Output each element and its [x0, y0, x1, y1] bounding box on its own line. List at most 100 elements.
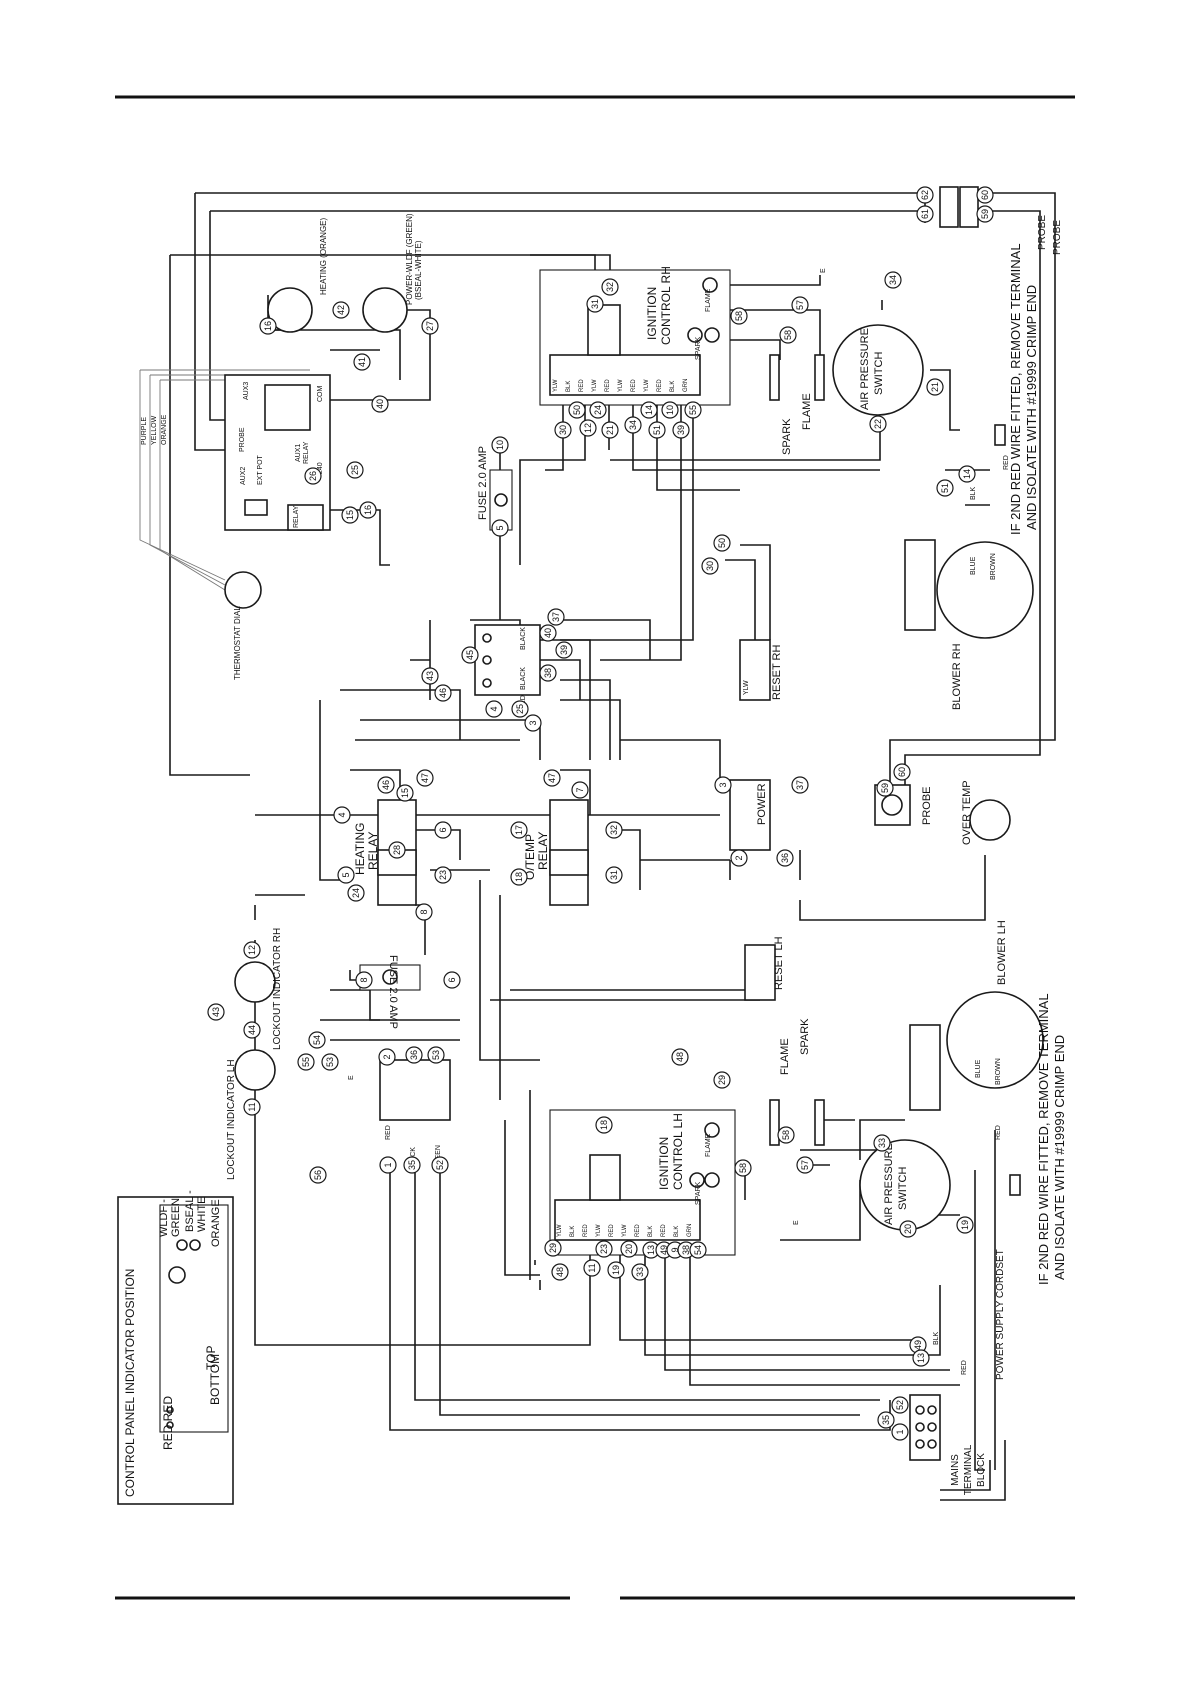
wire-number-text: 1 — [383, 1162, 393, 1167]
wire-number-n22: 22 — [869, 415, 887, 433]
wire-number-text: 14 — [644, 405, 654, 415]
wire-number-text: 27 — [425, 321, 435, 331]
wire-number-n48: 48 — [671, 1048, 689, 1066]
pin-lh-2: BLK — [570, 1226, 576, 1237]
over-temp-label: OVER TEMP — [961, 780, 973, 845]
wire-number-text: 34 — [888, 275, 898, 285]
air-pressure-switch-rh — [832, 324, 924, 416]
wire-number-n58c: 58 — [777, 1126, 795, 1144]
wire-number-n8b: 8 — [355, 971, 373, 989]
ctrl-com: COM — [317, 386, 324, 403]
wire-number-n3b: 3 — [714, 776, 732, 794]
wire-number-n51b: 51 — [936, 479, 954, 497]
wire-number-n38: 38 — [539, 664, 557, 682]
wire-number-text: 21 — [605, 425, 615, 435]
tag-red3: RED — [961, 1360, 968, 1375]
wire-number-n27: 27 — [421, 317, 439, 335]
wire-number-text: 46 — [381, 780, 391, 790]
wire-number-n6b: 6 — [443, 971, 461, 989]
ctrl-relay: RELAY — [293, 505, 300, 528]
terminal-block-lh — [379, 1059, 451, 1121]
wire-number-n32: 32 — [601, 278, 619, 296]
wire-number-n2b: 2 — [378, 1048, 396, 1066]
wire-number-text: 50 — [717, 538, 727, 548]
wire-number-n61: 61 — [916, 205, 934, 223]
wire-number-text: 32 — [609, 825, 619, 835]
legend-top: TOP — [204, 1346, 218, 1370]
lockout-indicators — [234, 961, 276, 1091]
pin-lh-9: RED — [661, 1224, 667, 1237]
spark-lh-label: SPARK — [799, 1018, 811, 1055]
fuse-top-label: FUSE 2.0 AMP — [477, 446, 489, 520]
ignition-lh-pins: YLW BLK RED YLW RED YLW RED BLK RED BLK … — [557, 1224, 693, 1237]
wire-number-text: 2 — [382, 1054, 392, 1059]
wire-number-text: 24 — [593, 405, 603, 415]
heating-relay-label-1: HEATING — [353, 823, 367, 875]
wire-number-text: 6 — [438, 827, 448, 832]
reset-lh-label: RESET LH — [773, 936, 785, 990]
wire-number-n52b: 52 — [891, 1396, 909, 1414]
otemp-relay-label-1: O/TEMP — [523, 834, 537, 880]
tag-red: RED — [1003, 455, 1010, 470]
controller-board — [224, 374, 331, 531]
air-pressure-rh-label-2: SWITCH — [873, 352, 885, 395]
ctrl-aux1: AUX1 — [295, 444, 302, 462]
wire-number-n6: 6 — [434, 821, 452, 839]
wire-number-n34: 34 — [884, 271, 902, 289]
pin-rh-5: RED — [605, 379, 611, 392]
tag-flame-small: FLAME — [705, 288, 712, 312]
wire-number-n55b: 55 — [297, 1053, 315, 1071]
wire-number-text: 26 — [308, 471, 318, 481]
wire-number-n31b: 31 — [605, 866, 623, 884]
ignition-lh-label-2: CONTROL LH — [671, 1113, 685, 1190]
reset-rh — [739, 639, 771, 701]
wire-number-text: 18 — [599, 1120, 609, 1130]
pin-lh-10: BLK — [674, 1226, 680, 1237]
flame-lh-label: FLAME — [779, 1038, 791, 1075]
over-temp-sensor — [969, 799, 1011, 841]
orange-label: ORANGE — [161, 414, 168, 445]
wire-number-n1b: 1 — [891, 1423, 909, 1441]
wire-number-text: 37 — [551, 612, 561, 622]
wire-number-text: 54 — [693, 1245, 703, 1255]
mains-block-label-1: MAINS — [950, 1454, 961, 1486]
wire-number-text: 28 — [392, 845, 402, 855]
wire-number-n7: 7 — [571, 781, 589, 799]
ignition-rh-pins: YLW BLK RED YLW RED YLW RED YLW RED BLK … — [553, 379, 689, 392]
wire-number-n25b: 25 — [511, 700, 529, 718]
wire-number-text: 22 — [873, 419, 883, 429]
wire-number-n35b: 35 — [877, 1411, 895, 1429]
legend-red-red: RED RED — [161, 1396, 175, 1450]
wire-number-text: 36 — [780, 853, 790, 863]
tag-brown2: BROWN — [995, 1058, 1002, 1085]
top-connector — [939, 186, 979, 228]
wire-number-n14b: 14 — [958, 465, 976, 483]
tag-blk: BLK — [970, 486, 977, 500]
wire-number-text: 20 — [624, 1244, 634, 1254]
wire-number-text: 5 — [341, 872, 351, 877]
pin-lh-6: YLW — [622, 1224, 628, 1237]
wire-number-text: 4 — [337, 812, 347, 817]
wire-number-text: 33 — [877, 1138, 887, 1148]
note-lh-line-1: IF 2ND RED WIRE FITTED, REMOVE TERMINAL — [1036, 993, 1051, 1285]
wire-number-text: 35 — [407, 1160, 417, 1170]
wire-number-n57b: 57 — [796, 1156, 814, 1174]
flame-rh-label: FLAME — [801, 393, 813, 430]
reset-rh-label: RESET RH — [771, 645, 783, 700]
wire-number-n30b: 30 — [701, 557, 719, 575]
indicator-lamps-top — [267, 287, 408, 333]
wire-number-n46b: 46 — [377, 776, 395, 794]
pin-lh-3: RED — [583, 1224, 589, 1237]
pin-rh-7: RED — [631, 379, 637, 392]
wire-number-text: 55 — [301, 1057, 311, 1067]
crimp-end-lh — [1009, 1174, 1021, 1196]
thermostat-wires — [139, 369, 310, 591]
wire-number-text: 23 — [599, 1244, 609, 1254]
wire-number-text: 12 — [247, 945, 257, 955]
tag-black4: BLACK — [520, 667, 527, 690]
wire-number-text: 5 — [495, 525, 505, 530]
wire-number-text: 20 — [903, 1224, 913, 1234]
wire-number-text: 29 — [717, 1075, 727, 1085]
wire-number-text: 59 — [980, 209, 990, 219]
